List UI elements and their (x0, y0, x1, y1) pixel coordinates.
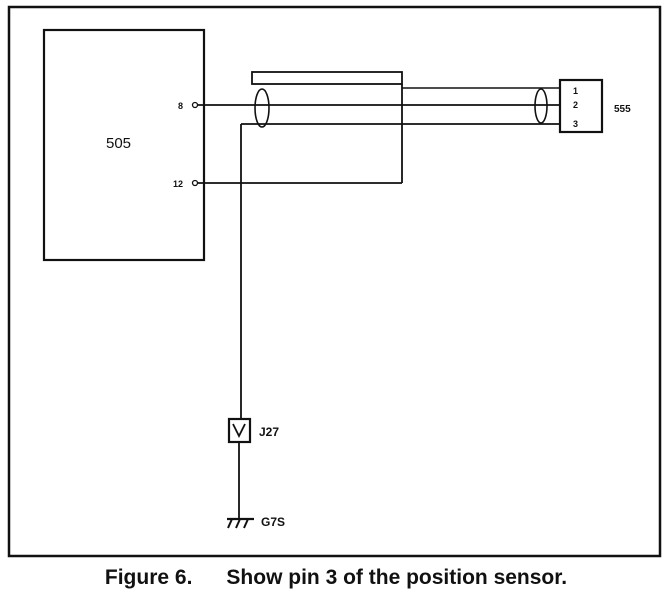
sensor-pin-2-label: 2 (573, 100, 578, 110)
diagram-frame (7, 5, 662, 558)
sensor-555-label: 555 (614, 104, 631, 115)
ground-symbol-hatch-2 (235, 518, 241, 529)
harness-shield-bar (251, 71, 403, 85)
figure-caption: Figure 6. Show pin 3 of the position sens… (0, 566, 672, 590)
ecu-pin-12-terminal (191, 179, 199, 187)
sensor-pin-3-label: 3 (573, 119, 578, 129)
ecu-pin-8-terminal (191, 101, 199, 109)
ecu-pin-12-label: 12 (173, 179, 183, 189)
ecu-505-box (42, 28, 206, 262)
ground-symbol-hatch-1 (227, 518, 233, 529)
twisted-pair-oval-right (534, 88, 548, 124)
twisted-pair-oval-left (254, 88, 270, 128)
ground-g7s-label: G7S (261, 515, 285, 529)
figure-number: Figure 6. (104, 566, 193, 589)
ecu-pin-8-label: 8 (178, 101, 183, 111)
sensor-555-box (558, 78, 604, 134)
figure-caption-text: Show pin 3 of the position sensor. (226, 566, 568, 589)
ground-symbol-hatch-3 (243, 518, 249, 529)
connector-j27-box (227, 417, 252, 444)
ecu-505-label: 505 (106, 135, 131, 152)
connector-j27-symbol (232, 423, 246, 439)
sensor-pin-1-label: 1 (573, 86, 578, 96)
connector-j27-label: J27 (259, 425, 279, 439)
